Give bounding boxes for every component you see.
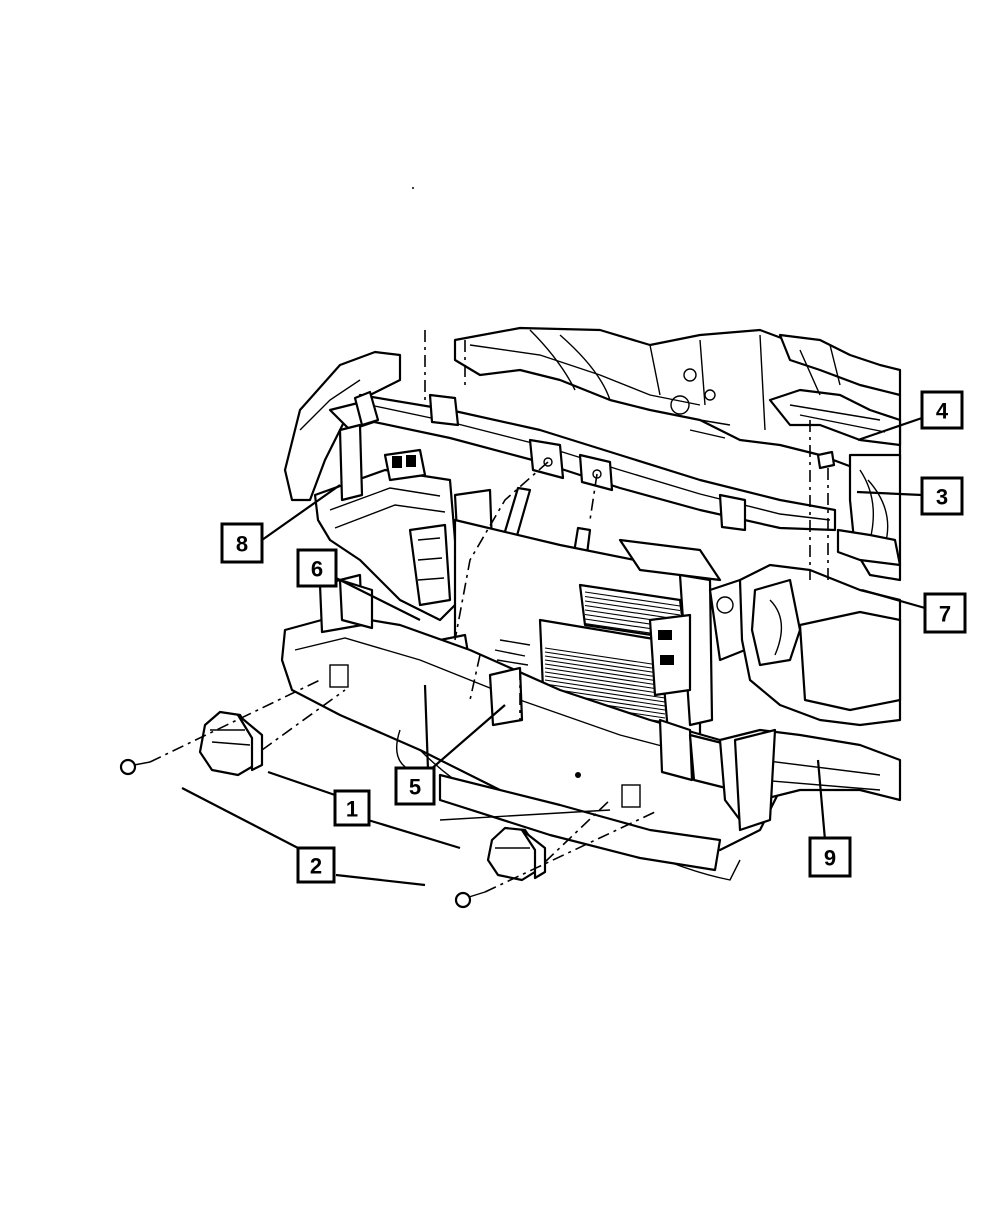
front-frame-crossmember: [280, 573, 902, 881]
callout-6[interactable]: 6: [296, 548, 338, 588]
leader-lines: [181, 416, 926, 887]
callout-label: 8: [236, 532, 248, 557]
condenser-fin-line: [584, 600, 681, 616]
right-inner-fender: [836, 453, 902, 582]
radiator-fin-line: [544, 683, 666, 703]
stray-dot: [412, 187, 414, 189]
upper-body-structure: [453, 326, 902, 472]
callout-label: 2: [310, 854, 322, 879]
callout-label: 7: [939, 602, 951, 627]
assembly-centerlines: [149, 330, 829, 893]
tow-hook-left: [198, 710, 264, 777]
bolt-top: [816, 450, 836, 470]
callout-label: 4: [936, 399, 949, 424]
callout-label: 3: [936, 485, 948, 510]
callout-9[interactable]: 9: [808, 836, 852, 878]
right-headlamp-area: [738, 563, 902, 727]
upper-radiator-crossmember: [353, 390, 837, 532]
callout-label: 1: [346, 797, 358, 822]
callout-3[interactable]: 3: [920, 476, 964, 516]
callout-8[interactable]: 8: [220, 522, 264, 564]
callout-label: 5: [409, 775, 421, 800]
condenser-fin-line: [584, 595, 681, 612]
callout-labels: 1 2 3 4 5 6 7 8: [220, 390, 967, 884]
radiator-fin-line: [544, 659, 666, 679]
radiator-fin-line: [544, 667, 666, 687]
condenser-fin-line: [584, 591, 681, 607]
callout-label: 6: [311, 557, 323, 582]
tow-hook-right: [486, 826, 547, 882]
callout-label: 9: [824, 846, 836, 871]
callout-2[interactable]: 2: [296, 846, 336, 884]
bolt-left: [119, 758, 151, 776]
radiator-fin-line: [544, 671, 666, 691]
radiator-fin-line: [544, 663, 666, 683]
radiator-fin-line: [544, 655, 666, 675]
radiator-fin-line: [544, 679, 666, 699]
radiator-fin-line: [544, 647, 666, 667]
callout-7[interactable]: 7: [923, 592, 967, 634]
callout-5[interactable]: 5: [394, 766, 436, 806]
callout-1[interactable]: 1: [333, 789, 371, 827]
radiator-fin-line: [544, 651, 666, 671]
radiator-fin-line: [544, 675, 666, 695]
callout-4[interactable]: 4: [920, 390, 964, 430]
bolt-right: [454, 891, 486, 909]
